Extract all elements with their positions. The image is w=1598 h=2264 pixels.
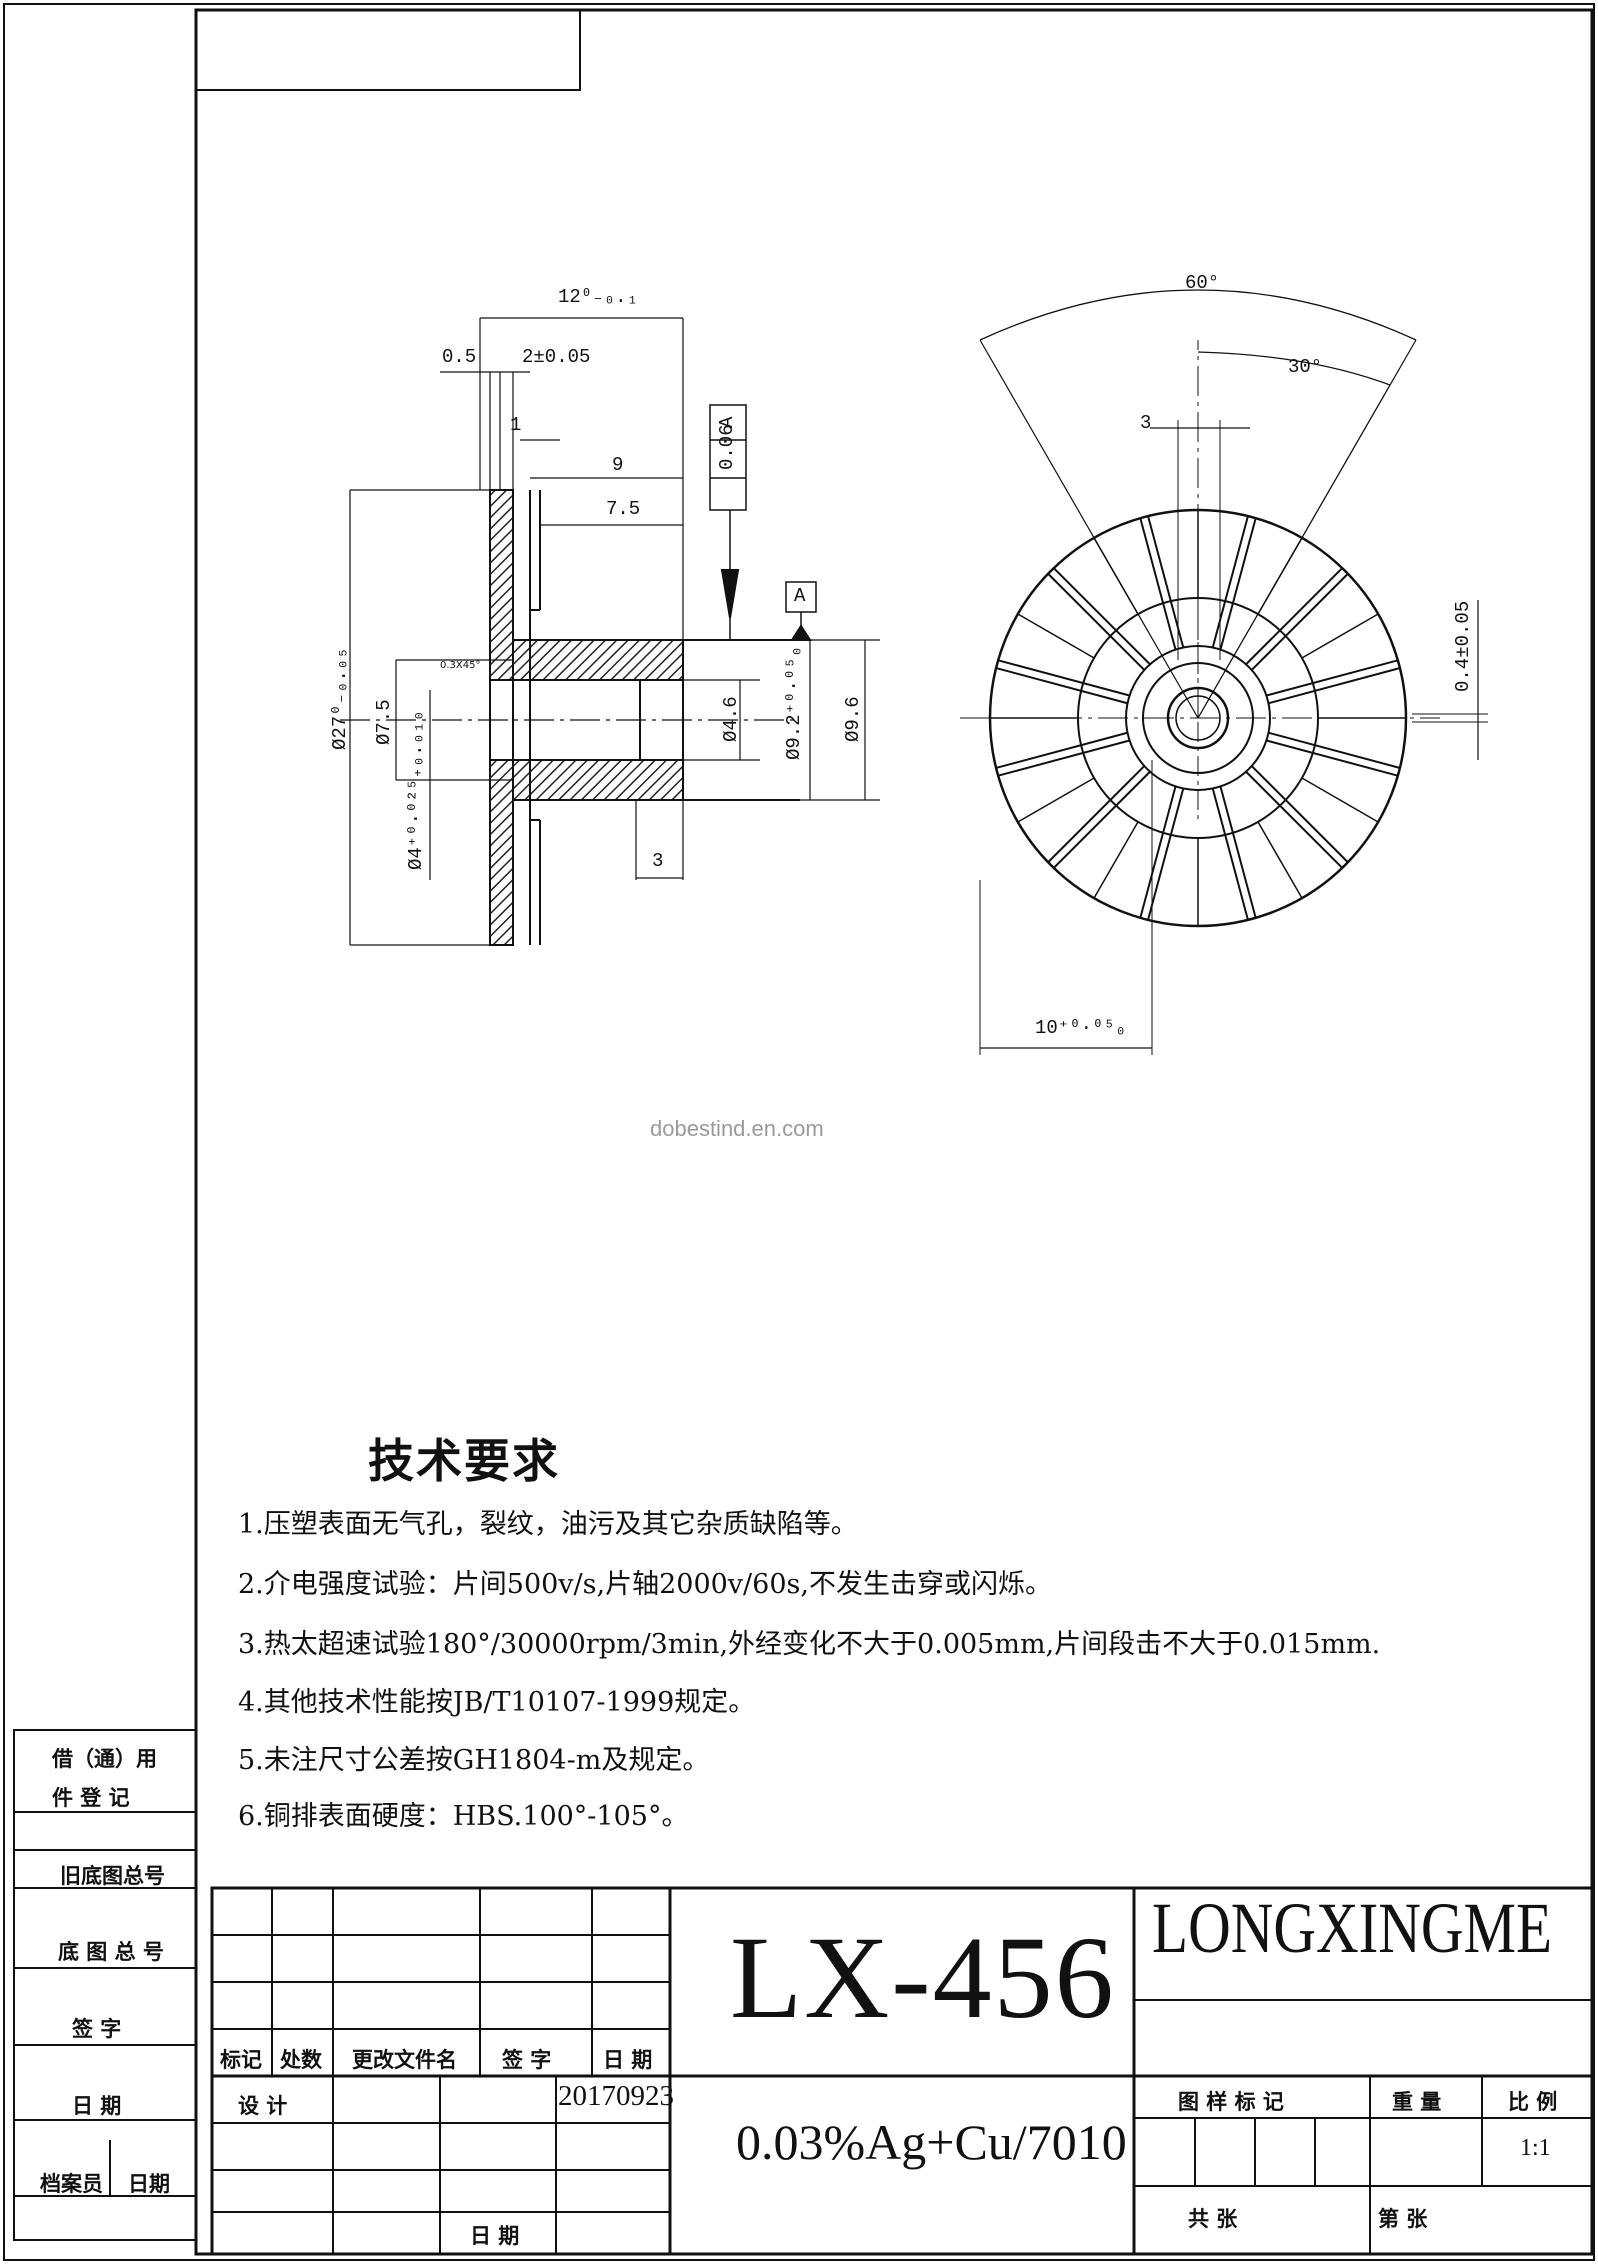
- requirement-3: 3.热太超速试验180°/30000rpm/3min,外经变化不大于0.005m…: [238, 1629, 1381, 1660]
- segment-slot-line: [1219, 786, 1257, 919]
- segment-slot-line: [1268, 667, 1401, 705]
- dim-width-10: 10⁺⁰·⁰⁵₀: [1035, 1017, 1127, 1039]
- datum-letter: A: [794, 585, 806, 607]
- header-date: 日 期: [603, 2048, 653, 2072]
- requirement-1: 1.压塑表面无气孔，裂纹，油污及其它杂质缺陷等。: [238, 1509, 858, 1540]
- segment-slots: [990, 510, 1406, 926]
- segment-slot-line: [1047, 765, 1145, 863]
- dim-d4-6: Ø4.6: [720, 696, 742, 742]
- requirement-5: 5.未注尺寸公差按GH1804-m及规定。: [238, 1745, 710, 1776]
- dim-width-3: 3: [1140, 412, 1152, 434]
- side-row-master: 底 图 总 号: [58, 1940, 164, 1964]
- dim-0-5: 0.5: [442, 346, 477, 368]
- side-archivist: 档案员: [40, 2172, 103, 2196]
- segment-slot-line: [995, 667, 1128, 705]
- segment-slot-line: [1211, 515, 1249, 648]
- requirement-4: 4.其他技术性能按JB/T10107-1999规定。: [238, 1687, 756, 1718]
- dim-angle-60: 60°: [1185, 272, 1220, 294]
- dim-d9-6: Ø9.6: [842, 696, 864, 742]
- side-row-date: 日 期: [72, 2094, 122, 2118]
- dim-d7-5: Ø7.5: [373, 699, 395, 745]
- hub-section-bottom: [512, 759, 684, 801]
- tech-requirements-title: 技术要求: [368, 1434, 560, 1488]
- segment-slot-line: [1245, 771, 1343, 869]
- dim-angle-30: 30°: [1288, 356, 1323, 378]
- total-sheets-label: 共 张: [1188, 2207, 1238, 2231]
- dim-length: 12⁰₋₀.₁: [558, 286, 638, 308]
- dim-bore4: Ø4⁺⁰·⁰²⁵₊₀.₀₁₀: [405, 710, 427, 870]
- segment-slot-line: [1139, 786, 1177, 919]
- segment-slot-line: [1053, 771, 1151, 869]
- segment-slot-line: [1245, 567, 1343, 665]
- front-view: [960, 289, 1488, 1055]
- dim-2: 2±0.05: [522, 346, 591, 368]
- side-section-view: [340, 317, 880, 946]
- dim-od27: Ø27⁰₋₀.₀₅: [329, 647, 351, 750]
- scale-value: 1:1: [1520, 2135, 1551, 2161]
- segment-slot-line: [1147, 515, 1185, 648]
- watermark-text: dobestind.en.com: [650, 1116, 824, 1141]
- segment-slot-line: [1268, 731, 1401, 769]
- segment-slot-line: [1047, 573, 1145, 671]
- segment-slot-line: [997, 659, 1130, 697]
- segment-divider-line: [1093, 821, 1139, 899]
- segment-divider-line: [1301, 613, 1379, 659]
- design-date: 20170923: [558, 2080, 674, 2112]
- segment-slot-line: [1251, 765, 1349, 863]
- drawing-number: LX-456: [730, 1912, 1116, 2043]
- sheet-number-label: 第 张: [1378, 2207, 1428, 2231]
- segment-slot-line: [997, 739, 1130, 777]
- requirement-2: 2.介电强度试验：片间500v/s,片轴2000v/60s,不发生击穿或闪烁。: [238, 1569, 1052, 1600]
- dim-d9-2: Ø9.2⁺⁰·⁰⁵₀: [783, 645, 805, 760]
- segment-slot-line: [1053, 567, 1151, 665]
- requirement-6: 6.铜排表面硬度：HBS.100°-105°。: [238, 1801, 689, 1832]
- scale-label: 比 例: [1508, 2090, 1558, 2114]
- weight-label: 重 量: [1392, 2090, 1442, 2114]
- segment-slot-line: [1147, 788, 1185, 921]
- hub-section-top: [512, 639, 684, 681]
- segment-divider-line: [1301, 777, 1379, 823]
- design-label: 设 计: [238, 2094, 288, 2118]
- segment-divider-line: [1257, 821, 1303, 899]
- runout-value: 0.06: [716, 424, 738, 470]
- dim-slot: 0.4±0.05: [1452, 600, 1474, 692]
- drawing-mark-label: 图 样 标 记: [1178, 2090, 1284, 2114]
- company-name: LONGXINGME: [1152, 1888, 1553, 1968]
- header-sign: 签 字: [502, 2048, 552, 2072]
- segment-slot-line: [1251, 573, 1349, 671]
- dim-1: 1: [510, 414, 522, 436]
- header-change-doc: 更改文件名: [352, 2048, 457, 2072]
- segment-slot-line: [1139, 517, 1177, 650]
- side-row-borrow: 借（通）用: [52, 1747, 157, 1771]
- segment-slot-line: [1266, 739, 1399, 777]
- title-block: [210, 1886, 1594, 2256]
- side-row-sign: 签 字: [72, 2017, 122, 2041]
- side-row-register: 件 登 记: [52, 1786, 130, 1810]
- dim-9: 9: [612, 454, 624, 476]
- runout-datum: A: [716, 416, 738, 428]
- material-spec: 0.03%Ag+Cu/7010: [736, 2114, 1127, 2170]
- segment-divider-line: [1017, 613, 1095, 659]
- dim-chamfer: 0.3X45°: [440, 660, 481, 671]
- date-label: 日 期: [470, 2224, 520, 2248]
- dim-7-5: 7.5: [606, 498, 641, 520]
- segment-slot-line: [1266, 659, 1399, 697]
- segment-divider-line: [1017, 777, 1095, 823]
- segment-slot-line: [1219, 517, 1257, 650]
- side-archivist-date: 日期: [128, 2172, 170, 2196]
- dim-3: 3: [652, 850, 664, 872]
- segment-slot-line: [1211, 788, 1249, 921]
- left-side-table: [13, 1729, 197, 2241]
- segment-slot-line: [995, 731, 1128, 769]
- side-row-old-master: 旧底图总号: [60, 1864, 165, 1888]
- header-count: 处数: [280, 2048, 322, 2072]
- runout-frame: [709, 404, 747, 511]
- header-mark: 标记: [220, 2048, 262, 2072]
